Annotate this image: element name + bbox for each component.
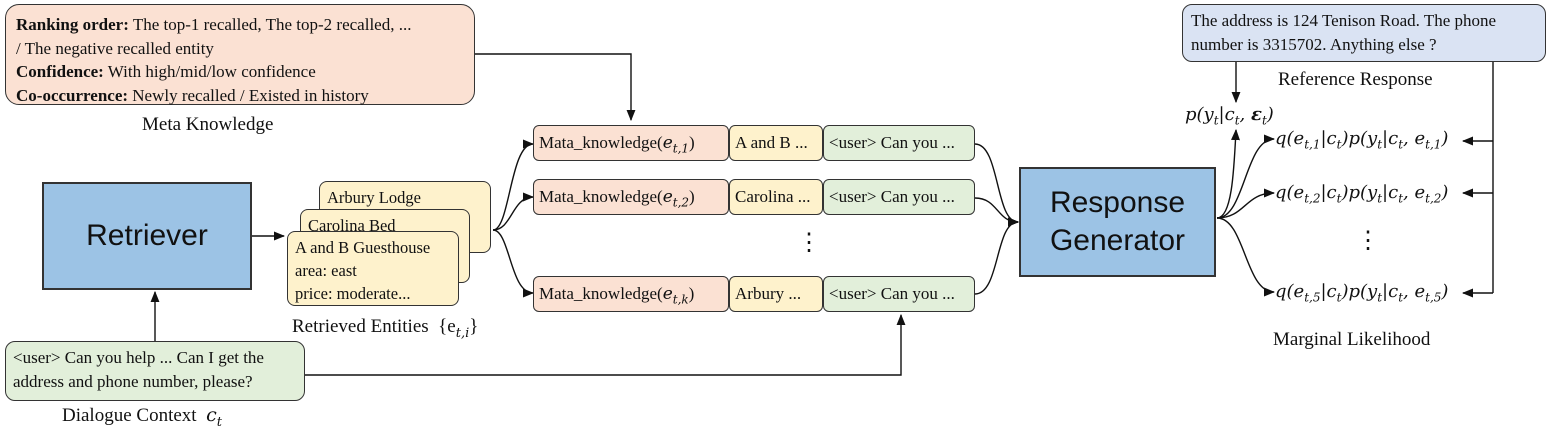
entity-front-line-3: price: moderate... [295, 284, 411, 303]
marginal-term-1: q(et,1|ct)p(yt|ct, et,1) [1275, 128, 1449, 152]
arrow-generator-to-q1 [1216, 134, 1276, 219]
arrow-entities-to-row2 [492, 192, 535, 231]
marginal-term-5: q(et,5|ct)p(yt|ct, et,5) [1275, 281, 1449, 305]
row2-meta-cell: Mata_knowledge(et,2) [533, 179, 729, 215]
entity-front-line-1: A and B Guesthouse [295, 238, 431, 257]
entity-card-back-1-title: Arbury Lodge [327, 188, 421, 207]
retrieved-entities-caption: Retrieved Entities {et,i} [292, 316, 479, 341]
row1-meta-cell: Mata_knowledge(et,1) [533, 125, 729, 161]
row3-meta-cell: Mata_knowledge(et,k) [533, 276, 729, 312]
response-generator-block: Response Generator [1019, 167, 1216, 277]
dialogue-context-caption: Dialogue Context ct [62, 404, 222, 430]
retriever-label: Retriever [86, 219, 208, 252]
rows-ellipsis: ⋮ [797, 230, 821, 256]
row1-context-cell: <user> Can you ... [823, 125, 975, 161]
context-line-2: address and phone number, please? [13, 372, 253, 391]
marginal-ellipsis: ⋮ [1356, 228, 1380, 254]
marginal-term-2: q(et,2|ct)p(yt|ct, et,2) [1275, 182, 1449, 206]
arrow-generator-to-q5 [1216, 217, 1276, 297]
arrow-row2-to-generator [974, 197, 1020, 227]
arrow-row3-to-generator [974, 217, 1020, 295]
retriever-block: Retriever [42, 182, 252, 290]
arrow-meta-to-row1 [475, 53, 636, 122]
reference-line-1: The address is 124 Tenison Road. The pho… [1191, 11, 1497, 30]
arrow-generator-to-q2 [1216, 188, 1276, 219]
row3-context-cell: <user> Can you ... [823, 276, 975, 312]
meta-line-2: / The negative recalled entity [16, 38, 214, 58]
generator-label-line2: Generator [1049, 224, 1186, 257]
meta-knowledge-box: Ranking order: The top-1 recalled, The t… [5, 4, 475, 105]
arrow-generator-to-p [1216, 128, 1240, 219]
meta-line-1: Ranking order: The top-1 recalled, The t… [16, 15, 412, 34]
entity-front-line-2: area: east [295, 261, 357, 280]
marginal-likelihood-caption: Marginal Likelihood [1273, 329, 1431, 350]
entity-card-back-2-title: Carolina Bed [308, 216, 396, 235]
entity-card-front: A and B Guesthouse area: east price: mod… [287, 231, 459, 306]
arrow-context-to-row3 [305, 313, 906, 376]
reference-response-caption: Reference Response [1278, 69, 1433, 90]
reference-response-box: The address is 124 Tenison Road. The pho… [1182, 4, 1546, 62]
row3-entity-cell: Arbury ... [729, 276, 823, 312]
arrow-row1-to-generator [974, 143, 1020, 227]
row1-entity-cell: A and B ... [729, 125, 823, 161]
row2-context-cell: <user> Can you ... [823, 179, 975, 215]
generator-label-line1: Response [1049, 186, 1186, 219]
row2-entity-cell: Carolina ... [729, 179, 823, 215]
arrow-entities-to-row3 [492, 229, 535, 298]
meta-knowledge-caption: Meta Knowledge [142, 114, 274, 135]
context-line-1: <user> Can you help ... Can I get the [13, 348, 264, 367]
meta-line-3: Confidence: With high/mid/low confidence [16, 62, 316, 81]
meta-line-4: Co-occurrence: Newly recalled / Existed … [16, 85, 369, 105]
reference-line-2: number is 3315702. Anything else ? [1191, 35, 1437, 54]
dialogue-context-box: <user> Can you help ... Can I get the ad… [5, 341, 305, 401]
arrow-entities-to-row1 [492, 139, 535, 231]
p-formula: p(yt|ct, εt) [1185, 104, 1274, 128]
